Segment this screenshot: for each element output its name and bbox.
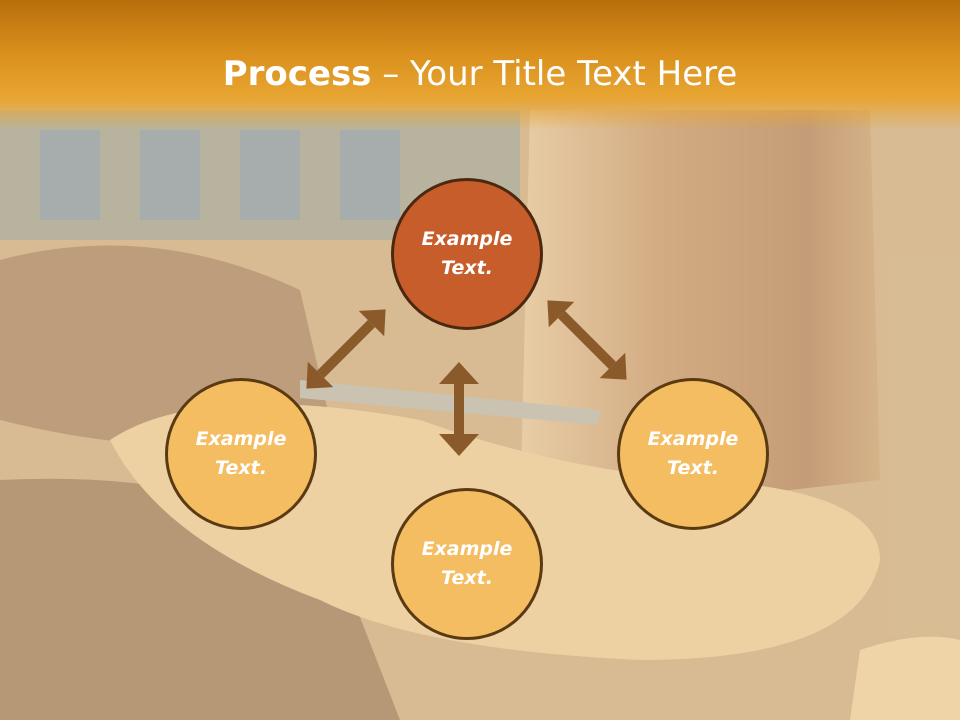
process-node-top[interactable]: Example Text. [391,178,543,330]
double-arrow-vertical [439,362,479,456]
double-arrow-right-diagonal [547,300,627,380]
process-node-bottom[interactable]: Example Text. [391,488,543,640]
title-bold: Process [222,54,372,94]
process-node-left[interactable]: Example Text. [165,378,317,530]
arrow-group [306,300,627,456]
slide-title: Process – Your Title Text Here [0,52,960,96]
process-node-left-label: Example Text. [195,428,287,479]
process-node-right[interactable]: Example Text. [617,378,769,530]
double-arrow-left-diagonal [306,309,386,389]
title-rest: – Your Title Text Here [371,54,738,94]
process-node-bottom-label: Example Text. [421,538,513,589]
process-node-right-label: Example Text. [647,428,739,479]
process-node-top-label: Example Text. [421,228,513,279]
title-bar [0,0,960,130]
